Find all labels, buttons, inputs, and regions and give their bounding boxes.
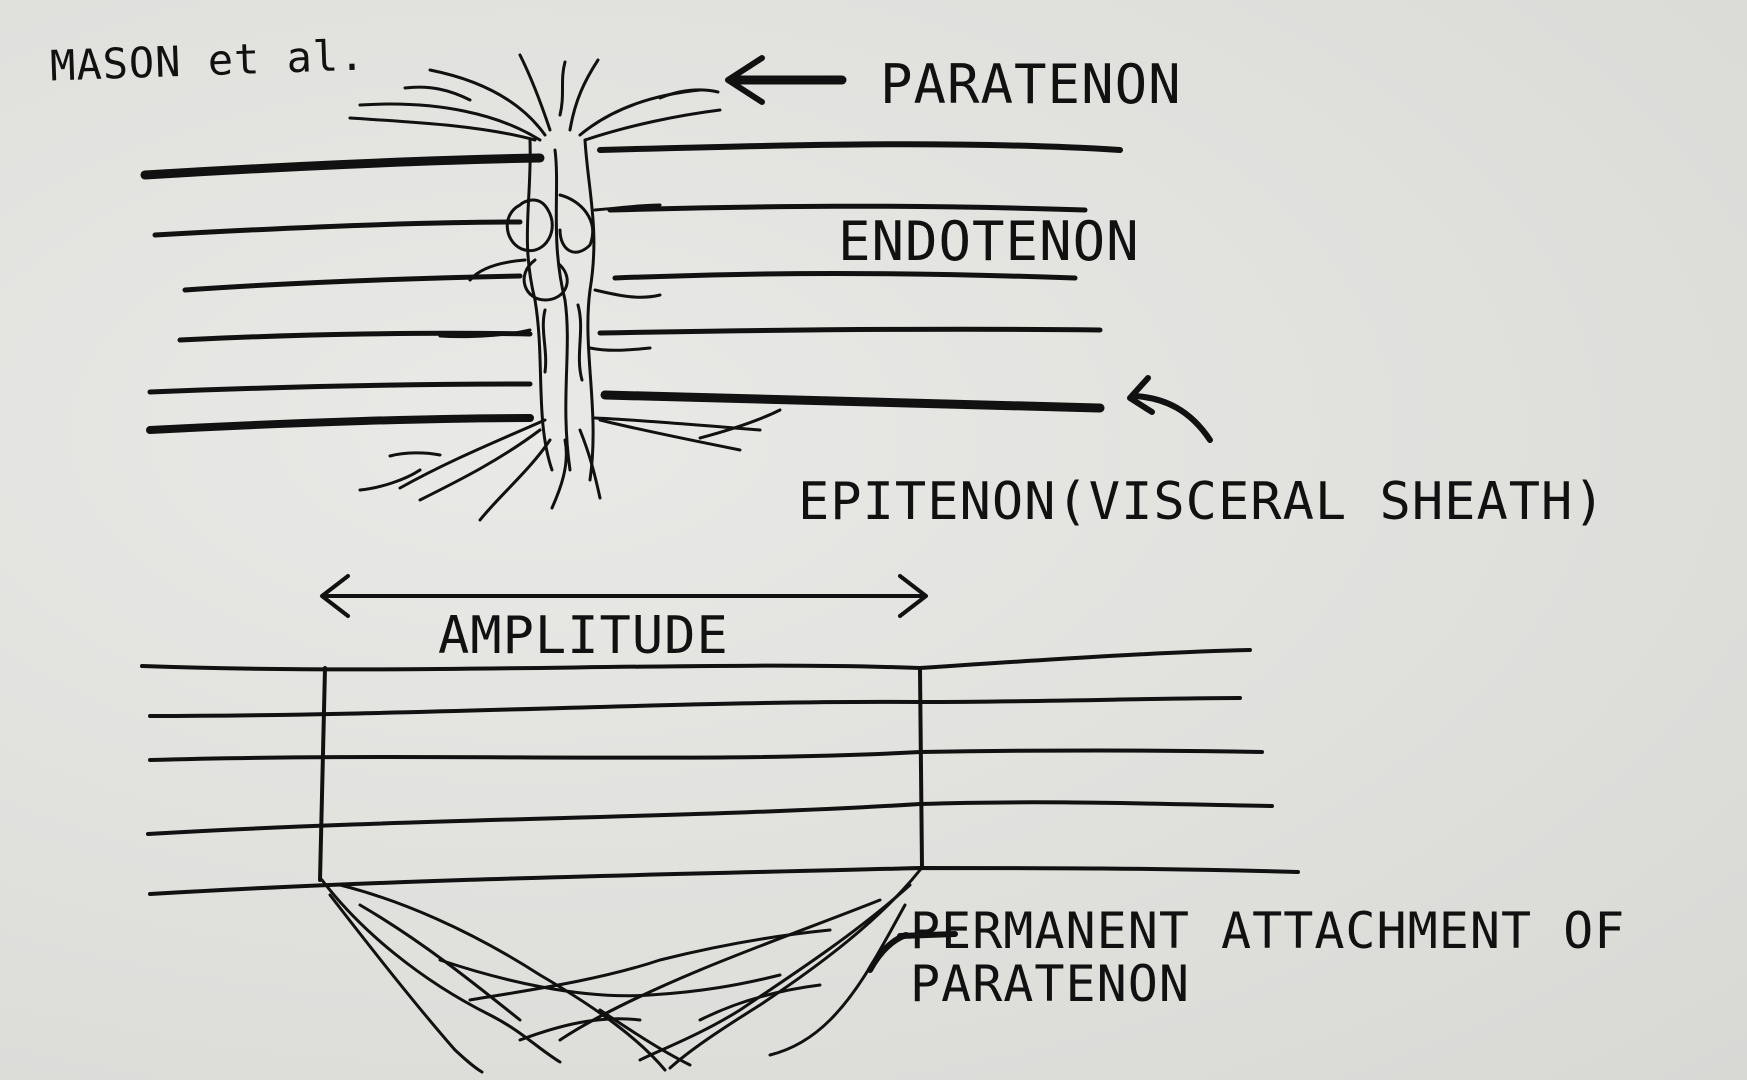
vessel-branch [593,288,662,299]
vessel-root [550,438,568,510]
vessel-branch [578,88,702,137]
fiber-line [600,390,1105,413]
endotenon-label: ENDOTENON [838,210,1140,273]
fiber-line [612,271,1078,281]
fiber-line [147,381,533,395]
web-strand [320,878,562,1064]
vessel-root [398,418,547,490]
vessel-root [478,438,552,522]
paratenon-vessel [348,53,782,522]
web-strand [668,868,922,1070]
vessel-branch [428,68,547,137]
vessel-branch [518,53,552,132]
vessel-branch [358,102,542,142]
fiber-line [146,800,1274,836]
vessel-branch [403,85,472,102]
paratenon-attachment-web [320,868,922,1074]
paratenon-arrow [725,55,847,105]
fiber-line [597,326,1103,336]
top-tendon-fibers [140,141,1123,434]
vessel-branch [468,258,527,282]
attachment-label-line2: PARATENON [910,954,1190,1013]
web-strand [518,1017,642,1042]
vessel-root [598,418,742,452]
fiber-line [140,648,1252,672]
vessel-trunk [525,138,554,472]
vessel-knot [558,193,595,254]
web-strand [338,883,667,1072]
vessel-root [698,408,782,440]
fiber-line [146,414,534,434]
vessel-root [593,416,762,432]
vessel-inner [576,303,584,382]
vessel-knot [505,198,554,253]
vessel-branch [583,108,722,142]
epitenon-arrow [1127,375,1213,443]
bottom-tendon-fibers [140,648,1300,896]
attachment-label-line1: PERMANENT ATTACHMENT OF [910,902,1626,960]
web-strand [438,958,782,998]
vessel-branch [558,60,567,117]
fiber-line [148,696,1242,718]
vessel-inner [553,148,572,472]
vessel-branch [568,58,600,132]
vessel-branch [658,88,720,100]
web-strand [698,983,822,1022]
web-strand [768,903,907,1057]
vessel-branch [588,346,652,352]
vessel-branch [438,328,532,339]
fiber-line [182,273,523,293]
vessel-knot [522,258,569,302]
fiber-line [140,153,545,180]
vessel-trunk [583,138,596,482]
fiber-line [148,748,1264,762]
vessel-root [388,451,442,458]
attachment-arrow [867,931,958,973]
web-strand [328,893,484,1074]
fiber-line [148,866,1300,896]
web-strand [468,928,832,1002]
vessel-root [418,428,542,502]
web-strand [638,883,912,1062]
fiber-line [597,141,1123,153]
fiber-line [152,219,523,238]
paratenon-label: PARATENON [880,53,1182,116]
vessel-inner [541,308,548,374]
vessel-branch [593,203,662,212]
epitenon-label: EPITENON(VISCERAL SHEATH) [798,472,1606,532]
web-strand [598,1008,692,1067]
amplitude-bracket [318,666,924,882]
credit-label: MASON et al. [49,30,367,91]
fiber-line [177,330,533,343]
vessel-root [578,428,602,500]
vessel-branch [348,116,537,142]
fiber-line [607,203,1088,213]
attachment-label: PERMANENT ATTACHMENT OF PARATENON [910,905,1625,1010]
amplitude-label: AMPLITUDE [438,606,729,666]
vessel-root [358,468,422,492]
amplitude-arrow [320,574,928,618]
